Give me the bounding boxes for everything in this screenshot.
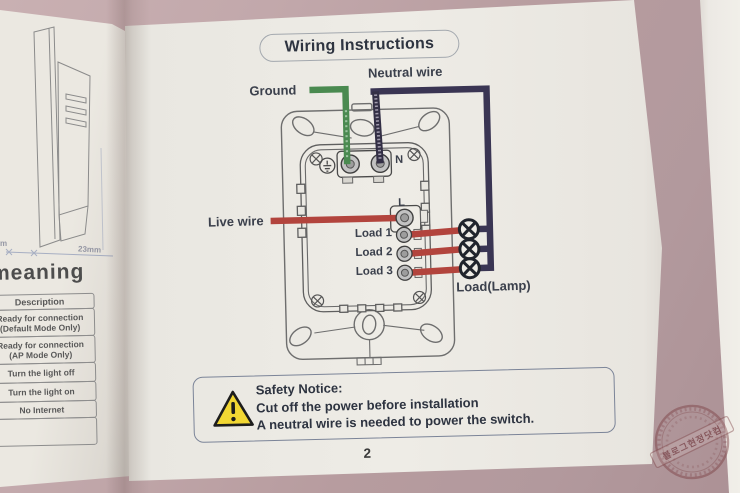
switch-side-view: [33, 26, 91, 248]
ground-symbol-icon: [319, 157, 336, 174]
terminal-l-label: L: [398, 196, 406, 209]
ground-wire: [309, 85, 351, 165]
warning-icon: [213, 390, 254, 427]
description-table: Description Ready for connection (Defaul…: [0, 292, 98, 448]
safety-text: Safety Notice: Cut off the power before …: [256, 375, 535, 434]
load-lamp-label: Load(Lamp): [456, 277, 531, 295]
load3-label: Load 3: [355, 265, 394, 278]
safety-notice-box: Safety Notice: Cut off the power before …: [192, 366, 616, 443]
screw-icon: [309, 147, 427, 308]
ground-label: Ground: [249, 82, 297, 99]
load2-label: Load 2: [355, 246, 393, 259]
table-row: [0, 416, 98, 448]
neutral-wire: [370, 85, 495, 272]
live-wire: [270, 214, 398, 225]
left-page: 23mm m meaning Description Ready for con…: [0, 10, 131, 487]
dimension-label-fragment: m: [0, 239, 8, 248]
neutral-label: Neutral wire: [367, 63, 443, 81]
right-page: Wiring Instructions: [125, 0, 662, 481]
watermark-stamp: 블로그현정닷컴: [649, 404, 735, 480]
terminal-n-label: N: [395, 153, 404, 166]
page-content: Wiring Instructions: [125, 7, 662, 481]
lamp-icon-1: [457, 218, 480, 241]
table-row: Ready for connection (Default Mode Only): [0, 307, 96, 339]
load1-label: Load 1: [354, 227, 393, 240]
live-label: Live wire: [207, 213, 264, 230]
live-and-load-wires: [270, 214, 462, 276]
wiring-diagram: [270, 85, 495, 366]
dimension-label: 23mm: [77, 244, 102, 255]
switch-module: [296, 142, 432, 314]
load-screws: [395, 208, 414, 281]
switch-side-view-drawing: [5, 26, 114, 257]
page-number: 2: [363, 445, 372, 461]
table-row: Ready for connection (AP Mode Only): [0, 334, 96, 366]
lamp-icons: [457, 218, 481, 280]
stamp-text: 블로그현정닷컴: [661, 423, 724, 461]
meaning-heading: meaning: [0, 260, 85, 285]
lamp-icon-2: [458, 238, 481, 261]
lamp-icon-3: [458, 257, 481, 280]
dimension-line: [5, 147, 114, 257]
